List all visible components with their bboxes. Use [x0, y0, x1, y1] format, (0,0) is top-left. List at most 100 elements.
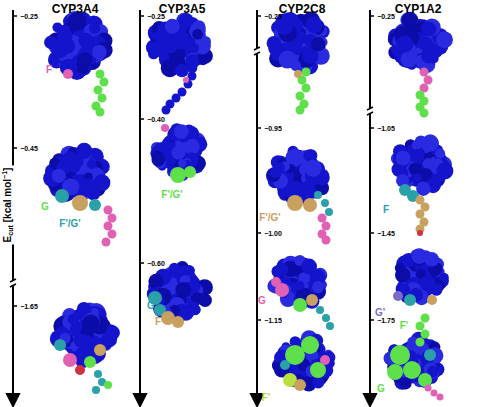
surface-lobe [295, 281, 305, 291]
surface-lobe [422, 22, 436, 36]
surface-lobe [175, 64, 189, 78]
segment-patch [301, 336, 319, 354]
segment-chain [108, 230, 117, 239]
segment-chain [94, 86, 103, 95]
segment-patch [89, 199, 101, 211]
tick-value: −0.60 [147, 260, 165, 267]
segment-patch [170, 167, 186, 183]
surface-lobe [192, 29, 203, 40]
column-header: CYP3A4 [52, 3, 99, 15]
segment-chain [302, 84, 311, 93]
segment-chain [416, 210, 425, 219]
surface-lobe [198, 55, 208, 65]
segment-chain [416, 338, 425, 347]
surface-lobe [92, 45, 107, 60]
segment-label: G [41, 202, 49, 212]
segment-label: F [155, 317, 161, 327]
segment-patch [104, 381, 112, 389]
segment-chain [104, 222, 113, 231]
segment-patch [172, 316, 184, 328]
tick-value: −0.25 [264, 13, 282, 20]
axis-line [139, 10, 141, 396]
segment-patch [287, 195, 303, 211]
tick-value: −1.65 [20, 303, 38, 310]
surface-lobe [312, 281, 324, 293]
segment-chain [314, 191, 322, 199]
surface-lobe [172, 31, 191, 50]
segment-patch [271, 277, 281, 287]
segment-label: G' [375, 308, 385, 318]
protein-surfaces [43, 11, 453, 401]
surface-lobe [429, 54, 439, 64]
surface-lobe [424, 252, 439, 267]
tick-mark [370, 127, 374, 129]
segment-patch [306, 294, 318, 306]
surface-lobe [431, 285, 442, 296]
segment-patch [320, 355, 330, 365]
protein-surface [384, 332, 445, 390]
tick-value: −0.40 [147, 116, 165, 123]
segment-patch [84, 356, 96, 368]
surface-lobe [278, 51, 296, 69]
protein-surface [146, 13, 213, 78]
segment-chain [325, 208, 333, 216]
segment-patch [94, 344, 106, 356]
surface-lobe [415, 135, 427, 147]
break-gap [366, 108, 374, 114]
segment-chain [98, 94, 107, 103]
tick-mark [140, 118, 144, 120]
break-mark [10, 279, 16, 282]
surface-lobe [312, 377, 324, 389]
segment-chain [322, 236, 331, 245]
tick-mark [370, 232, 374, 234]
surface-lobe [435, 148, 445, 158]
segment-patch [418, 373, 432, 387]
segment-patch [54, 339, 66, 351]
protein-surface [147, 261, 213, 324]
surface-lobe [411, 173, 421, 183]
axis-title: Ecut[kcal mol−1] [1, 166, 15, 245]
segment-chain [104, 206, 113, 215]
segment-chain [102, 238, 111, 247]
break-mark [254, 47, 260, 50]
surface-lobe [401, 51, 418, 68]
segment-label: F'/G' [259, 213, 280, 223]
surface-lobe [418, 36, 433, 51]
segment-label: F'/G' [59, 219, 80, 229]
segment-chain [108, 214, 117, 223]
segment-chain [322, 314, 330, 322]
segment-patch [75, 365, 85, 375]
segment-label: F' [262, 393, 271, 403]
tick-mark [370, 15, 374, 17]
segment-patch [184, 166, 196, 178]
surface-lobe [396, 35, 413, 52]
tick-value: −1.45 [377, 230, 395, 237]
tick-mark [257, 232, 261, 234]
tick-value: −0.45 [20, 145, 38, 152]
segment-chain [318, 214, 327, 223]
axis-breaks [9, 47, 374, 287]
surface-lobe [60, 38, 76, 54]
segment-patch [293, 298, 307, 312]
segment-patch [55, 189, 69, 203]
segment-chain [100, 78, 109, 87]
protein-surface [267, 12, 330, 75]
protein-surface [43, 143, 110, 203]
tick-value: −0.95 [264, 125, 282, 132]
surface-lobe [151, 153, 165, 167]
tick-value: −0.25 [377, 13, 395, 20]
segment-patch [294, 70, 302, 78]
break-gap [9, 280, 17, 286]
segment-chain [322, 222, 331, 231]
column-header: CYP3A5 [159, 3, 206, 15]
break-mark [10, 284, 16, 287]
surface-lobe [396, 151, 411, 166]
surface-lobe [175, 282, 191, 298]
surface-lobe [151, 45, 163, 57]
segment-chain [92, 386, 100, 394]
surface-lobe [106, 326, 120, 340]
energy-axes [7, 10, 376, 406]
surface-lobe [165, 19, 180, 34]
segment-patch [387, 364, 403, 380]
